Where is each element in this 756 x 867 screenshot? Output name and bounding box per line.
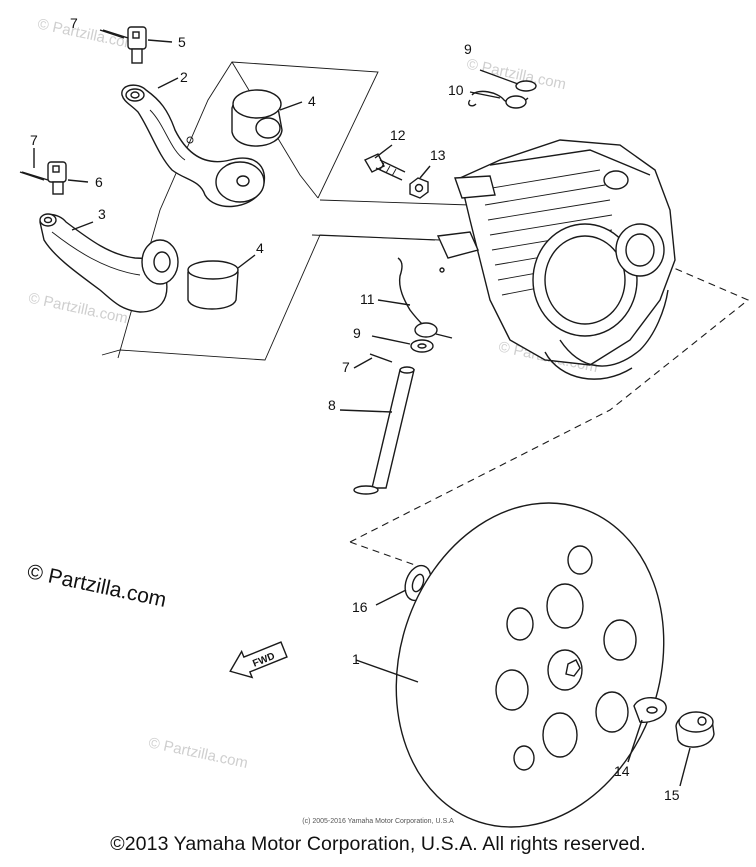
label-7-left: 7 bbox=[30, 132, 38, 148]
part-1-brake-disc bbox=[355, 502, 665, 828]
label-4-top: 4 bbox=[308, 93, 316, 109]
copyright-footer: ©2013 Yamaha Motor Corporation, U.S.A. A… bbox=[110, 833, 646, 855]
label-15: 15 bbox=[664, 787, 680, 803]
label-9-top: 9 bbox=[464, 41, 472, 57]
label-10: 10 bbox=[448, 82, 464, 98]
reference-frames bbox=[101, 61, 750, 566]
part-15-nut bbox=[675, 711, 715, 787]
part-8-shaft bbox=[339, 366, 415, 495]
part-12-bolt bbox=[364, 144, 406, 181]
small-copyright: (c) 2005-2016 Yamaha Motor Corporation, … bbox=[302, 818, 454, 825]
part-2-upper-arm bbox=[121, 77, 266, 208]
part-6-rod-end bbox=[21, 161, 89, 195]
label-5: 5 bbox=[178, 34, 186, 50]
label-1: 1 bbox=[352, 651, 360, 667]
label-8: 8 bbox=[328, 397, 336, 413]
engine-cylinder-casing bbox=[436, 139, 676, 380]
part-11-spring bbox=[377, 257, 453, 339]
part-13-nut bbox=[409, 165, 431, 199]
label-14: 14 bbox=[614, 763, 630, 779]
label-16: 16 bbox=[352, 599, 368, 615]
label-3: 3 bbox=[98, 206, 106, 222]
label-11: 11 bbox=[360, 291, 375, 307]
label-13: 13 bbox=[430, 147, 446, 163]
label-12: 12 bbox=[390, 127, 406, 143]
fwd-arrow-icon: FWD bbox=[229, 641, 288, 679]
part-4-bumper-lower bbox=[187, 254, 256, 310]
label-7-top: 7 bbox=[70, 15, 78, 31]
watermark-1: © Partzilla.com bbox=[36, 16, 138, 54]
watermark-6: © Partzilla.com bbox=[147, 734, 249, 772]
label-4-bottom: 4 bbox=[256, 240, 264, 256]
part-7-pin-left bbox=[19, 148, 45, 181]
label-6: 6 bbox=[95, 174, 103, 190]
part-9-collar-lower bbox=[371, 335, 434, 353]
part-7-pin-middle bbox=[353, 353, 393, 369]
label-2: 2 bbox=[180, 69, 188, 85]
label-7-mid: 7 bbox=[342, 359, 350, 375]
part-5-rod-end bbox=[102, 26, 173, 64]
part-14-lock-washer bbox=[627, 697, 667, 763]
part-4-bumper-upper bbox=[231, 89, 303, 147]
part-number-labels: 7 5 2 4 7 6 3 4 9 10 12 13 11 9 7 8 16 1… bbox=[30, 15, 680, 803]
label-9-bottom: 9 bbox=[353, 325, 361, 341]
part-3-lower-arm bbox=[39, 213, 179, 313]
part-7-pin-upper bbox=[99, 29, 125, 39]
part-9-10-spring-upper bbox=[467, 69, 537, 109]
